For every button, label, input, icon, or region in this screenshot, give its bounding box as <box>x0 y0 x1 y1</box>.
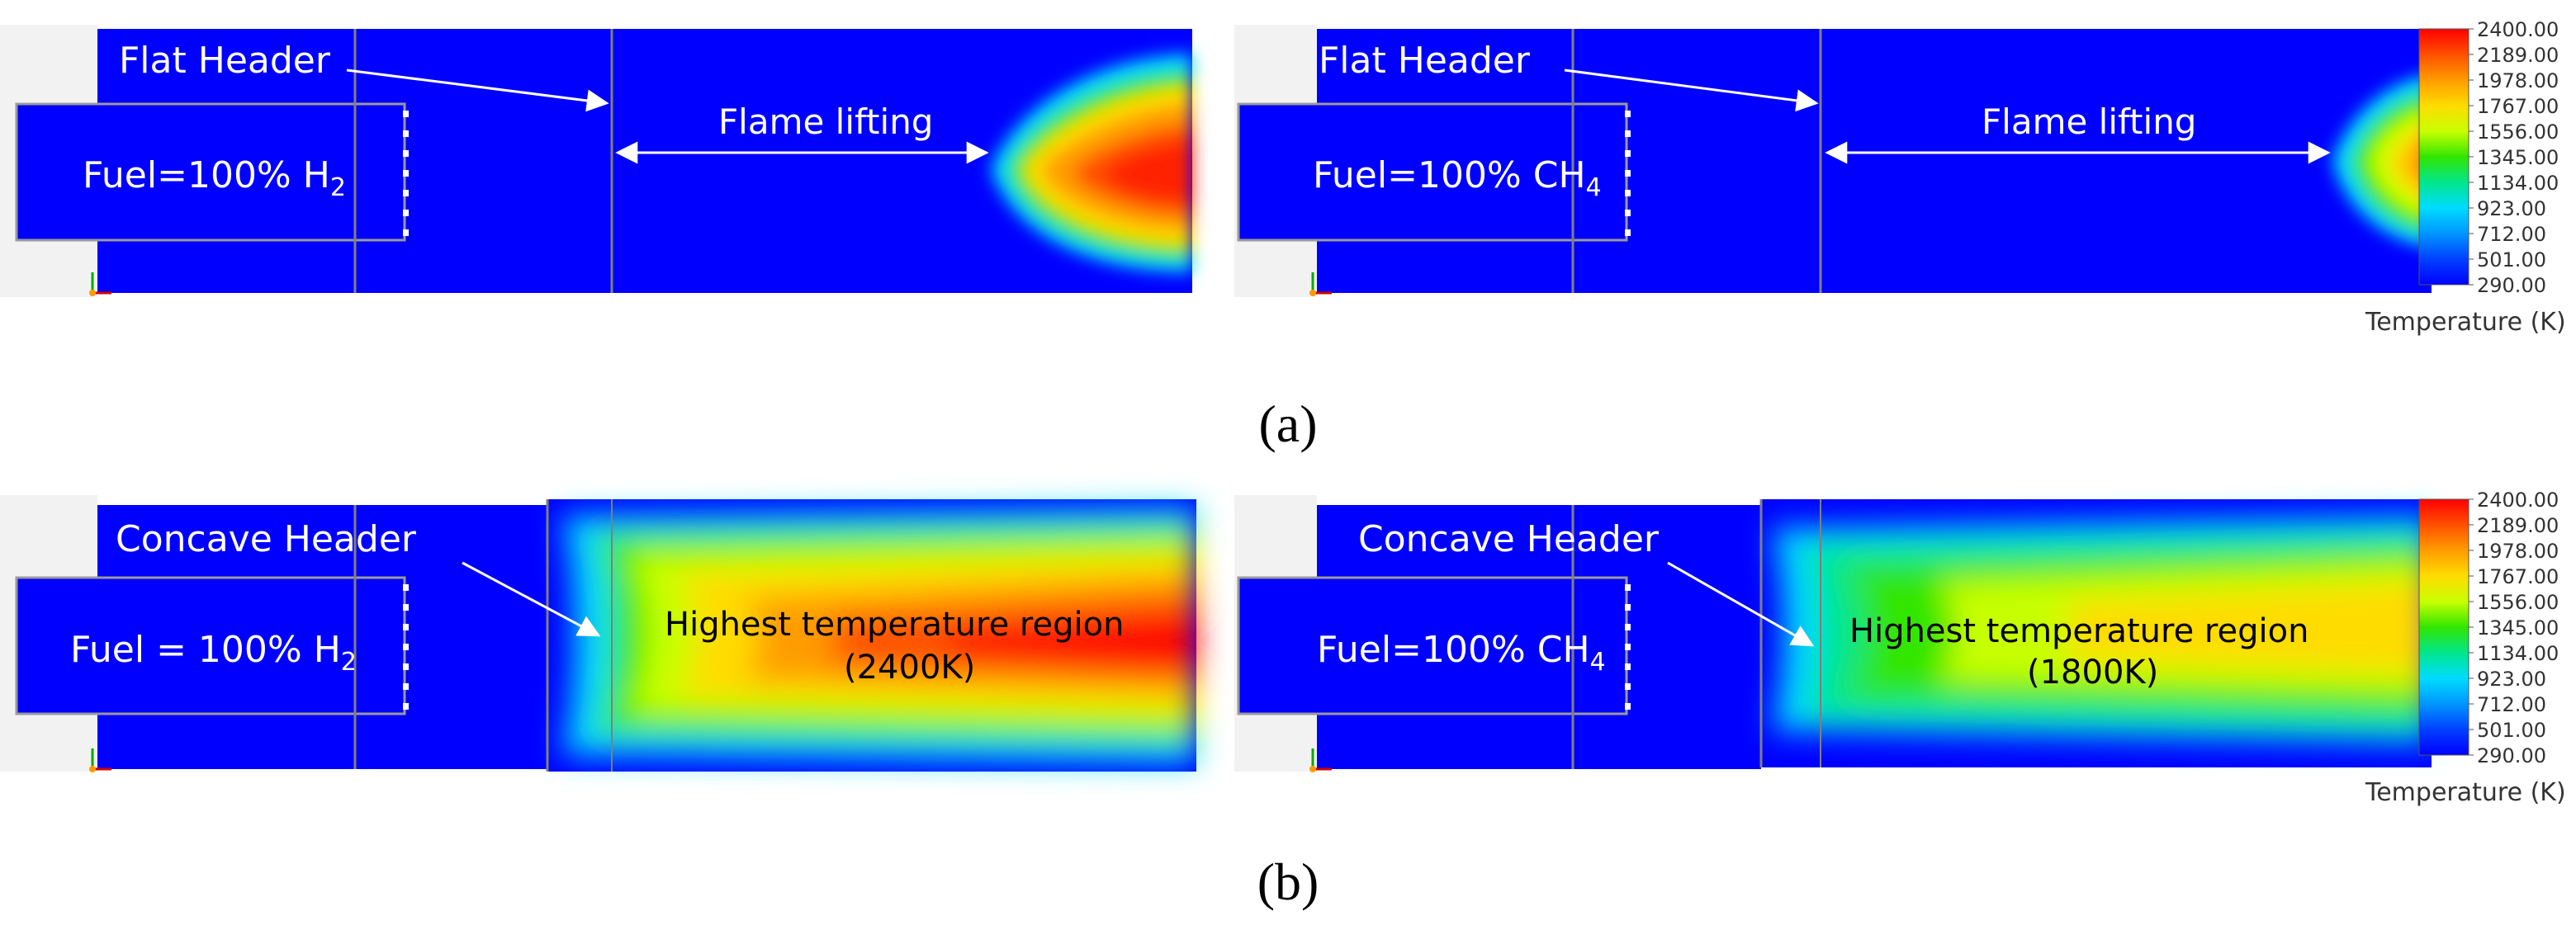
header-arrow <box>462 561 601 637</box>
annotation-value: (1800K) <box>2027 654 2158 692</box>
annotation: Flame lifting <box>1982 101 2196 142</box>
panel-b-ch4: Concave Header Fuel=100% CH4 Highest tem… <box>1234 495 2432 772</box>
fuel-label: Fuel=100% CH4 <box>1313 154 1602 202</box>
fuel-inlet <box>15 102 406 242</box>
colorbar-title: Temperature (K) <box>2365 778 2566 807</box>
colorbar-tick-label: 1556.00 <box>2477 591 2559 614</box>
injector-holes <box>1625 111 1631 236</box>
fuel-inlet <box>1237 102 1628 242</box>
flame-contour <box>561 507 1196 763</box>
colorbar-tick-label: 1345.00 <box>2477 146 2559 169</box>
caption-a: (a) <box>1258 394 1317 453</box>
header-label: Flat Header <box>119 40 331 82</box>
header-arrow <box>346 68 609 112</box>
header-label: Flat Header <box>1319 40 1531 82</box>
colorbar-tick-label: 1978.00 <box>2477 69 2559 92</box>
fuel-inlet <box>1237 576 1628 715</box>
axis-triad-icon <box>89 748 111 772</box>
header-arrow <box>1667 561 1815 647</box>
colorbar-tick-label: 1345.00 <box>2477 616 2559 640</box>
colorbar-tick-label: 501.00 <box>2477 248 2546 271</box>
panel-a-ch4: Flat Header Fuel=100% CH4 Flame lifting <box>1234 25 2432 297</box>
colorbar-tick-label: 1767.00 <box>2477 95 2559 118</box>
injector-holes <box>403 111 409 236</box>
colorbar-tick-label: 712.00 <box>2477 223 2546 246</box>
colorbar-title: Temperature (K) <box>2365 308 2566 337</box>
colorbar-tick-label: 923.00 <box>2477 197 2546 220</box>
colorbar-tick-label: 1134.00 <box>2477 172 2559 195</box>
colorbar-tick-label: 2189.00 <box>2477 514 2559 537</box>
axis-triad-icon <box>1309 272 1332 296</box>
fuel-label: Fuel = 100% H2 <box>70 629 357 677</box>
panel-b-h2: Concave Header Fuel = 100% H2 Highest te… <box>0 495 1196 772</box>
annotation: Highest temperature region <box>665 606 1124 644</box>
colorbar-tick-label: 2400.00 <box>2477 489 2559 512</box>
injector-holes <box>1625 584 1631 710</box>
colorbar-tick-label: 923.00 <box>2477 668 2546 691</box>
colorbar-tick-label: 1556.00 <box>2477 120 2559 144</box>
flame-contour <box>2332 74 2432 248</box>
colorbar-tick-label: 290.00 <box>2477 274 2546 297</box>
annotation: Flame lifting <box>718 101 933 142</box>
colorbar-tick-label: 1767.00 <box>2477 565 2559 588</box>
flame-contour <box>1771 516 2432 743</box>
colorbar-gradient <box>2418 28 2469 286</box>
colorbar-tick-label: 712.00 <box>2477 693 2546 716</box>
axis-triad-icon <box>89 272 111 296</box>
header-label: Concave Header <box>116 518 417 560</box>
colorbar-tick-label: 1978.00 <box>2477 540 2559 563</box>
fuel-label: Fuel=100% CH4 <box>1317 629 1606 677</box>
fuel-label: Fuel=100% H2 <box>83 154 346 202</box>
injector-holes <box>403 584 409 710</box>
colorbar-tick-label: 2189.00 <box>2477 44 2559 67</box>
panel-a-h2: Flat Header Fuel=100% H2 Flame lifting <box>0 25 1192 297</box>
colorbar-tick-label: 501.00 <box>2477 719 2546 742</box>
colorbar-tick-label: 2400.00 <box>2477 18 2559 41</box>
header-label: Concave Header <box>1358 518 1660 560</box>
colorbar-gradient <box>2418 498 2469 756</box>
axis-triad-icon <box>1309 748 1332 772</box>
caption-b: (b) <box>1257 852 1319 911</box>
colorbar-tick-label: 290.00 <box>2477 744 2546 767</box>
flame-contour <box>991 54 1192 272</box>
annotation: Highest temperature region <box>1849 612 2308 650</box>
colorbar-tick-label: 1134.00 <box>2477 642 2559 665</box>
annotation-value: (2400K) <box>844 649 975 687</box>
header-arrow <box>1564 68 1819 112</box>
